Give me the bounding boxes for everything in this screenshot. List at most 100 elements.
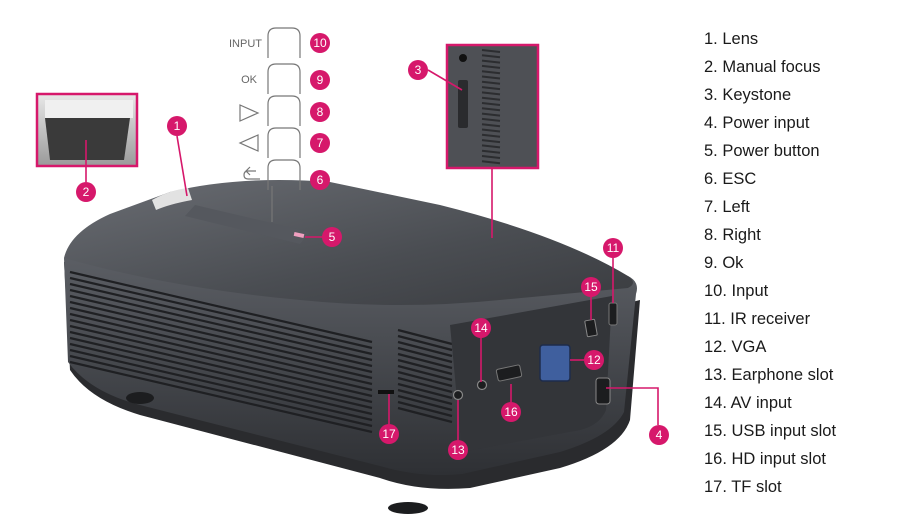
- callout-badge-number: 14: [474, 321, 488, 335]
- legend-item: 9. Ok: [704, 254, 744, 272]
- callout-badge-number: 9: [317, 73, 324, 87]
- callout-badge-number: 1: [174, 119, 181, 133]
- callout-badge: 2: [76, 182, 96, 202]
- keystone-ridge: [481, 80, 501, 85]
- front-panel: [450, 296, 612, 452]
- callout-badge-number: 7: [317, 136, 324, 150]
- callout-badge-circle: [581, 277, 601, 297]
- callout-badge-number: 8: [317, 105, 324, 119]
- callout-badge: 17: [379, 424, 399, 444]
- vent-slat: [69, 354, 373, 428]
- earphone-jack: [452, 389, 464, 401]
- callout-badge: 6: [310, 170, 330, 190]
- keystone-ridge: [481, 144, 501, 149]
- vent-slat: [397, 358, 453, 376]
- vent-slat: [397, 406, 453, 424]
- keystone-ridge: [481, 123, 501, 128]
- vent-slat: [69, 360, 373, 434]
- callout-badge-number: 6: [317, 173, 324, 187]
- keystone-ridge: [481, 86, 501, 91]
- callout-badge-number: 12: [587, 353, 601, 367]
- keystone-ridge: [481, 112, 501, 117]
- legend-item: 7. Left: [704, 198, 750, 216]
- focus-wheel: [45, 110, 130, 160]
- callout-badge-circle: [310, 33, 330, 53]
- callout-badge: 15: [581, 277, 601, 297]
- vent-slat: [69, 336, 373, 410]
- return-icon: [243, 166, 260, 180]
- legend-item: 3. Keystone: [704, 86, 792, 104]
- vent-slat: [397, 340, 453, 358]
- callout-badge-circle: [649, 425, 669, 445]
- vent-slat: [69, 312, 373, 386]
- keystone-slot: [458, 80, 468, 128]
- side-vents: [69, 270, 453, 434]
- callout-badge: 8: [310, 102, 330, 122]
- callout-badge: 3: [408, 60, 428, 80]
- vent-slat: [397, 346, 453, 364]
- vent-slat: [69, 288, 373, 362]
- vent-slat: [397, 334, 453, 352]
- vent-slat: [69, 318, 373, 392]
- control-button-outline: [267, 27, 301, 58]
- callout-badge-number: 11: [607, 241, 620, 255]
- legend-item: 1. Lens: [704, 30, 759, 48]
- callout-badge-number: 2: [83, 185, 90, 199]
- power-jack: [595, 377, 611, 405]
- callout-badge-number: 5: [329, 230, 336, 244]
- vent-slat: [397, 394, 453, 412]
- av-jack: [476, 379, 488, 391]
- button-stack: INPUT OK: [229, 27, 301, 222]
- control-button-outline: [267, 159, 301, 190]
- keystone-ridge: [481, 102, 501, 106]
- inset-focus: [35, 92, 139, 168]
- hdmi-port: [495, 364, 523, 382]
- callout-badge-circle: [310, 70, 330, 90]
- focus-wheel-top: [45, 100, 133, 118]
- keystone-ridge: [481, 70, 501, 75]
- legend-item: 10. Input: [704, 282, 769, 300]
- keystone-ridge: [481, 75, 501, 80]
- callout-badge-circle: [501, 402, 521, 422]
- legend-item: 2. Manual focus: [704, 58, 821, 76]
- keystone-ridge: [481, 133, 501, 138]
- top-panel-strip: [185, 205, 310, 244]
- keystone-ridge: [481, 117, 501, 122]
- vent-slat: [397, 376, 453, 394]
- control-button-outline: [267, 95, 301, 126]
- keystone-ridge: [481, 64, 501, 69]
- callout-badge-number: 17: [382, 427, 396, 441]
- power-led: [293, 232, 305, 238]
- vent-slat: [69, 294, 373, 368]
- callout-badge-number: 10: [313, 36, 327, 50]
- leader-1: [176, 135, 188, 197]
- vent-slat: [397, 370, 453, 388]
- callout-badge-circle: [76, 182, 96, 202]
- keystone-ridge: [481, 107, 501, 112]
- keystone-screw: [459, 54, 467, 62]
- keystone-ridge: [481, 54, 501, 59]
- legend-item: 12. VGA: [704, 338, 767, 356]
- callout-badge-circle: [471, 318, 491, 338]
- lens-rim: [152, 188, 192, 210]
- keystone-ridge: [481, 139, 501, 144]
- foot-right: [388, 502, 428, 514]
- legend-item: 11. IR receiver: [704, 310, 811, 328]
- keystone-ridge: [481, 49, 501, 53]
- callout-badge: 10: [310, 33, 330, 53]
- vent-slat: [69, 330, 373, 404]
- keystone-ridge: [481, 160, 501, 165]
- keystone-ridge: [481, 128, 501, 133]
- callout-badge-number: 16: [504, 405, 518, 419]
- callout-badge-number: 4: [656, 428, 663, 442]
- legend-item: 17. TF slot: [704, 478, 782, 496]
- right-arrow-icon: [239, 104, 260, 122]
- tf-slot: [378, 390, 394, 394]
- callout-badge-circle: [167, 116, 187, 136]
- callout-badge: 4: [649, 425, 669, 445]
- callout-badge-circle: [408, 60, 428, 80]
- vga-port: [539, 344, 571, 382]
- leader-4: [606, 387, 659, 425]
